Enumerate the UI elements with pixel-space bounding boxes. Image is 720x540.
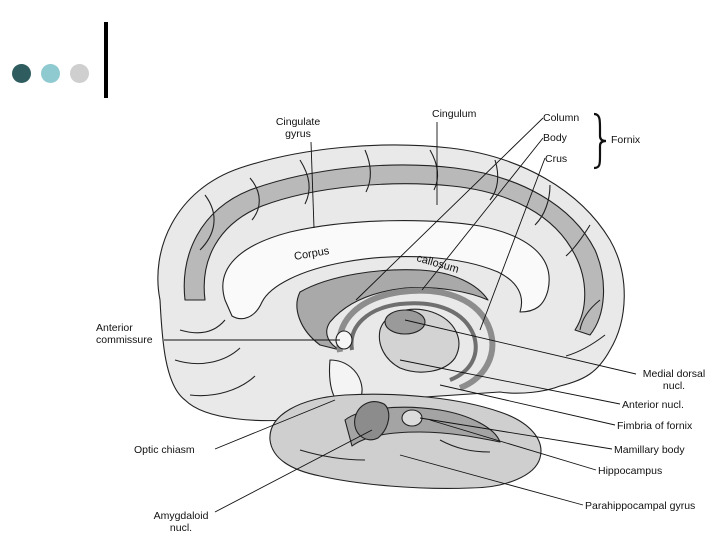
label-optic-chiasm: Optic chiasm [134, 444, 195, 456]
label-anterior-commissure-line1: Anterior [96, 322, 133, 334]
label-hippocampus: Hippocampus [598, 465, 663, 477]
fornix-arc [336, 287, 496, 391]
fornix-brace [593, 112, 607, 170]
label-medial-dorsal-nucleus: Medial dorsal nucl. [632, 368, 716, 392]
label-anterior-nucleus: Anterior nucl. [622, 399, 684, 411]
label-cingulum: Cingulum [432, 108, 477, 120]
label-cingulate-gyrus: Cingulate gyrus [268, 116, 328, 140]
label-amygdaloid-line2: nucl. [169, 522, 193, 534]
dot-dark [12, 64, 31, 83]
label-anterior-commissure-line2: commissure [96, 334, 153, 346]
label-fimbria-of-fornix: Fimbria of fornix [617, 420, 693, 432]
cingulate-gyrus [183, 164, 605, 336]
label-cingulate-line1: Cingulate [275, 116, 321, 128]
label-column: Column [543, 112, 580, 124]
mamillary-body [401, 409, 423, 427]
dot-gray [70, 64, 89, 83]
label-parahippocampal-gyrus: Parahippocampal gyrus [585, 500, 696, 512]
label-cingulate-line2: gyrus [285, 128, 311, 140]
title-divider-bar [104, 22, 108, 98]
anterior-nucleus [384, 309, 426, 335]
label-medial-dorsal-line1: Medial dorsal [642, 368, 706, 380]
label-amygdaloid-line1: Amygdaloid [153, 510, 209, 522]
parahippocampal-gyrus [269, 393, 542, 489]
label-crus: Crus [545, 153, 568, 165]
label-medial-dorsal-line2: nucl. [662, 380, 686, 392]
label-amygdaloid-nucleus: Amygdaloid nucl. [148, 510, 214, 534]
label-anterior-commissure: Anterior commissure [96, 322, 153, 346]
label-body: Body [543, 132, 567, 144]
dot-teal [41, 64, 60, 83]
label-fornix: Fornix [611, 134, 641, 146]
label-mamillary-body: Mamillary body [614, 444, 685, 456]
corpus-callosum [222, 220, 550, 320]
